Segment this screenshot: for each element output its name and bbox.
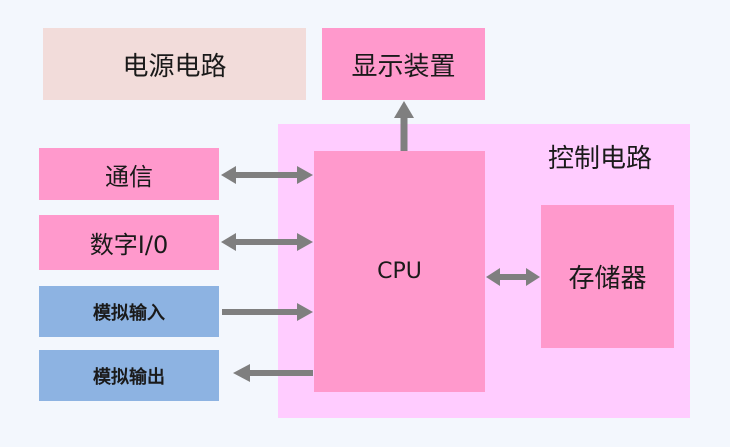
analog-output-label: 模拟输出 xyxy=(93,366,165,388)
display-device-label: 显示装置 xyxy=(351,51,456,82)
analog-output-block: 模拟输出 xyxy=(39,350,219,401)
digital-io-block: 数字I/0 xyxy=(39,215,219,270)
analog-input-block: 模拟输入 xyxy=(39,286,219,337)
arrow-digital-io-cpu xyxy=(221,233,313,251)
cpu-label: CPU xyxy=(377,259,422,284)
display-device-block: 显示装置 xyxy=(322,28,485,100)
power-circuit-label: 电源电路 xyxy=(122,51,227,82)
arrow-analog-input-to-cpu xyxy=(222,303,313,321)
communication-block: 通信 xyxy=(39,148,219,200)
arrow-cpu-to-display xyxy=(394,101,414,151)
memory-label: 存储器 xyxy=(568,264,647,294)
arrow-communication-cpu xyxy=(221,166,313,184)
memory-block: 存储器 xyxy=(541,205,674,348)
arrow-cpu-to-analog-output xyxy=(233,364,313,382)
power-circuit-block: 电源电路 xyxy=(43,28,306,100)
control-circuit-label: 控制电路 xyxy=(548,144,653,174)
digital-io-label: 数字I/0 xyxy=(89,231,169,259)
arrow-cpu-memory xyxy=(486,268,540,286)
communication-label: 通信 xyxy=(105,162,153,191)
cpu-block: CPU xyxy=(314,151,485,392)
analog-input-label: 模拟输入 xyxy=(93,302,165,324)
